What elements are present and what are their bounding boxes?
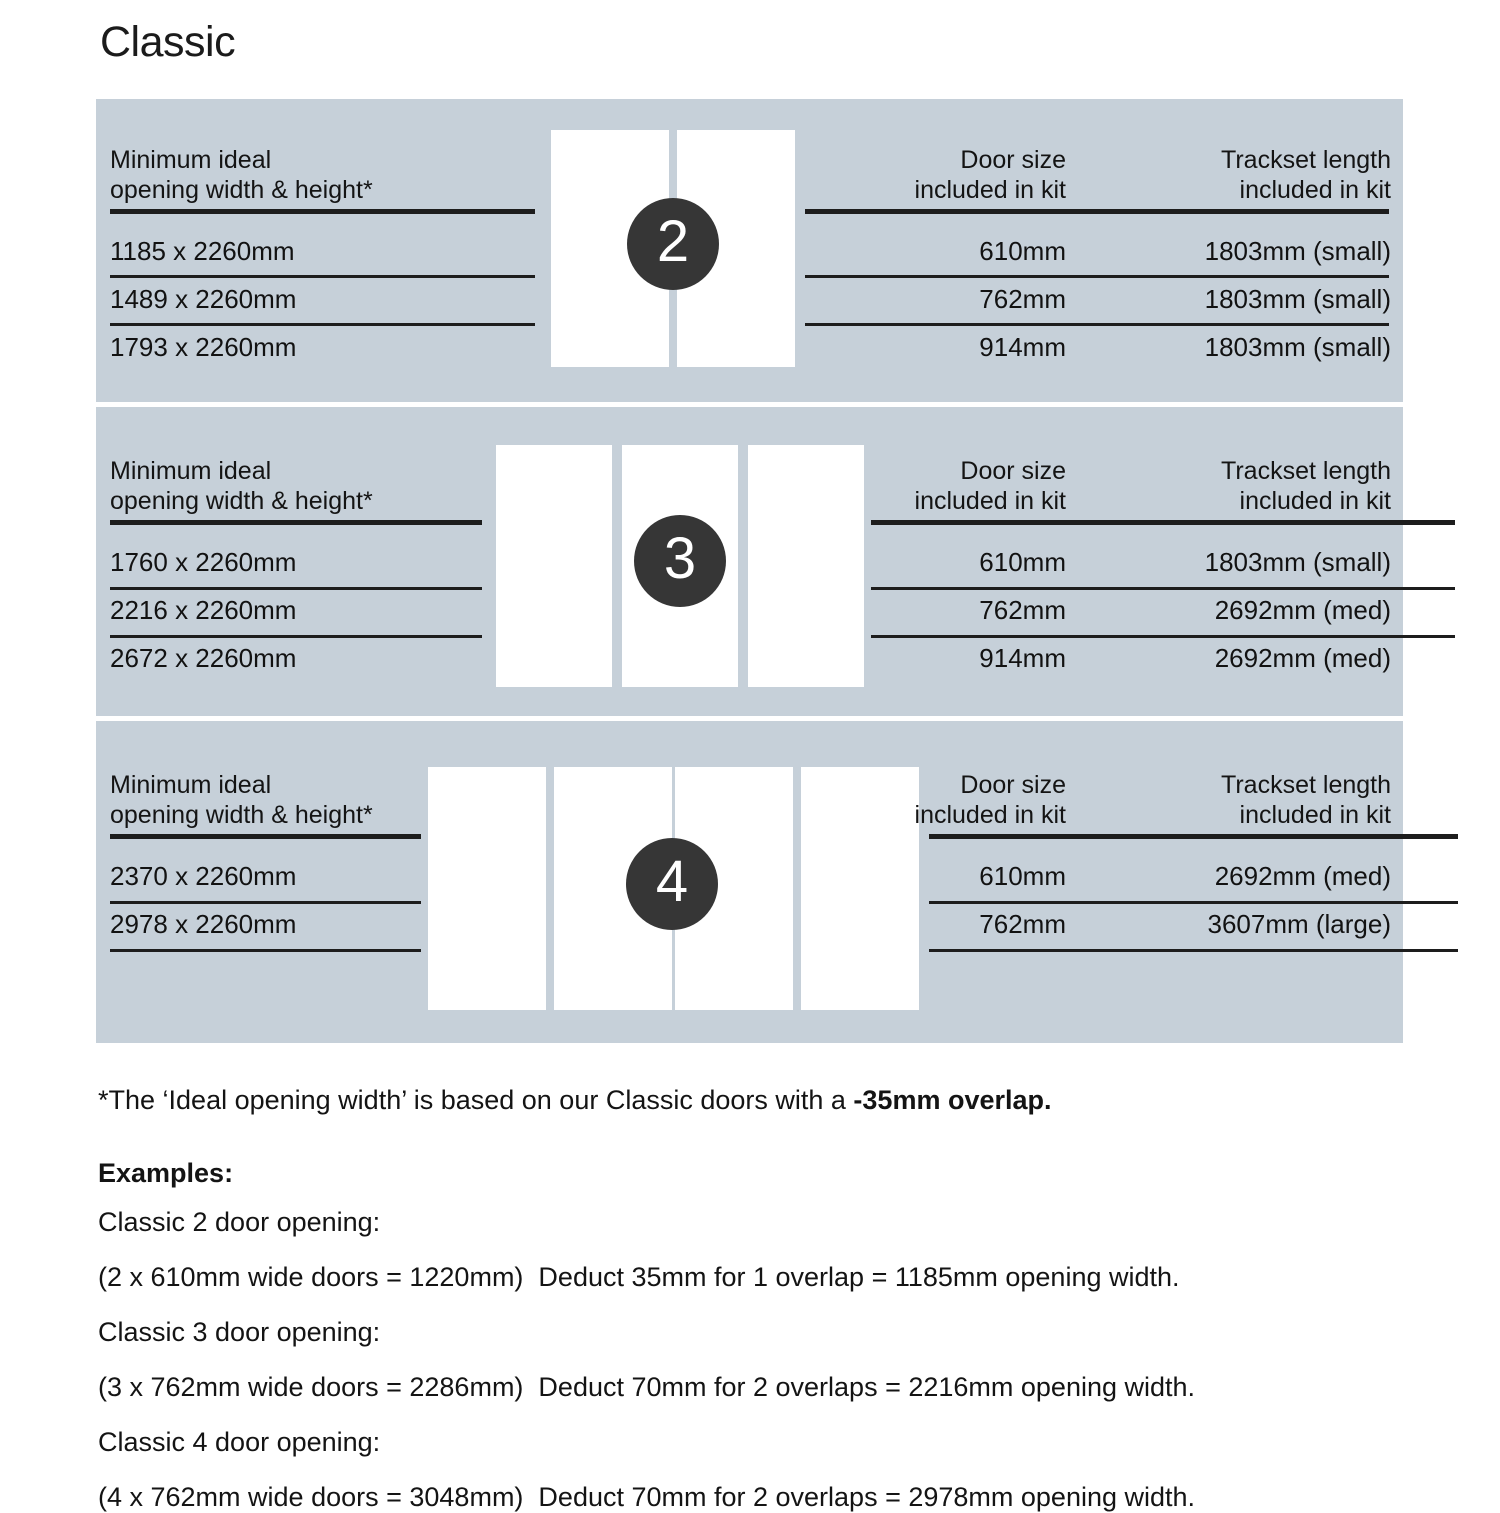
rule [805, 209, 1389, 214]
cell-door-size: 914mm [979, 643, 1066, 673]
column-header-opening: Minimum ideal opening width & height* [110, 146, 373, 204]
rule [110, 834, 421, 839]
column-header-door-size: Door size included in kit [914, 146, 1066, 204]
footnote-text: *The ‘Ideal opening width’ is based on o… [98, 1085, 854, 1115]
rule [110, 209, 535, 214]
example-line: (4 x 762mm wide doors = 3048mm) Deduct 7… [98, 1482, 1196, 1512]
door-count-badge: 2 [627, 198, 719, 290]
door-graphic-4: 4 [428, 767, 919, 1010]
example-line: (2 x 610mm wide doors = 1220mm) Deduct 3… [98, 1262, 1180, 1292]
rule [110, 275, 535, 278]
examples-heading: Examples: [98, 1158, 234, 1188]
door-panel [801, 767, 919, 1010]
example-line: Classic 4 door opening: [98, 1427, 381, 1457]
door-panel [428, 767, 546, 1010]
cell-opening: 2672 x 2260mm [110, 643, 297, 673]
cell-trackset: 1803mm (small) [1204, 332, 1391, 362]
cell-trackset: 2692mm (med) [1214, 595, 1391, 625]
cell-trackset: 3607mm (large) [1207, 909, 1391, 939]
section-3-door: 3 Minimum ideal opening width & height* … [96, 407, 1455, 721]
cell-door-size: 762mm [979, 284, 1066, 314]
section-divider [96, 716, 1403, 721]
section-4-door: 4 Minimum ideal opening width & height* … [96, 721, 1458, 1043]
cell-opening: 1793 x 2260mm [110, 332, 297, 362]
cell-door-size: 610mm [979, 861, 1066, 891]
column-header-door-size: Door size included in kit [914, 771, 1066, 829]
overlap-footnote: *The ‘Ideal opening width’ is based on o… [98, 1085, 1052, 1116]
door-graphic-3: 3 [496, 445, 864, 687]
cell-door-size: 610mm [979, 547, 1066, 577]
section-2-door: 2 Minimum ideal opening width & height* … [96, 99, 1403, 408]
column-header-opening: Minimum ideal opening width & height* [110, 457, 373, 515]
rule [110, 587, 482, 590]
rule [929, 834, 1458, 839]
cell-opening: 2978 x 2260mm [110, 909, 297, 939]
cell-door-size: 610mm [979, 236, 1066, 266]
rule [871, 635, 1455, 638]
spec-panel: 2 Minimum ideal opening width & height* … [96, 99, 1458, 1043]
rule [110, 520, 482, 525]
cell-door-size: 914mm [979, 332, 1066, 362]
door-panel [496, 445, 612, 687]
rule [805, 275, 1389, 278]
page-title: Classic [100, 18, 236, 66]
rule [871, 587, 1455, 590]
rule [805, 323, 1389, 326]
example-line: Classic 2 door opening: [98, 1207, 381, 1237]
example-line: (3 x 762mm wide doors = 2286mm) Deduct 7… [98, 1372, 1196, 1402]
rule [110, 635, 482, 638]
cell-door-size: 762mm [979, 595, 1066, 625]
cell-trackset: 1803mm (small) [1204, 547, 1391, 577]
example-line: Classic 3 door opening: [98, 1317, 381, 1347]
cell-opening: 1185 x 2260mm [110, 236, 295, 266]
door-graphic-2: 2 [551, 130, 795, 367]
column-header-opening: Minimum ideal opening width & height* [110, 771, 373, 829]
rule [929, 901, 1458, 904]
column-header-trackset: Trackset length included in kit [1221, 771, 1391, 829]
cell-trackset: 1803mm (small) [1204, 284, 1391, 314]
column-header-door-size: Door size included in kit [914, 457, 1066, 515]
cell-opening: 1489 x 2260mm [110, 284, 297, 314]
column-header-trackset: Trackset length included in kit [1221, 457, 1391, 515]
cell-opening: 2370 x 2260mm [110, 861, 297, 891]
rule [929, 949, 1458, 952]
cell-trackset: 2692mm (med) [1214, 643, 1391, 673]
rule [110, 901, 421, 904]
cell-opening: 1760 x 2260mm [110, 547, 297, 577]
column-header-trackset: Trackset length included in kit [1221, 146, 1391, 204]
section-divider [96, 402, 1403, 407]
door-count-badge: 3 [634, 515, 726, 607]
cell-door-size: 762mm [979, 909, 1066, 939]
cell-trackset: 2692mm (med) [1214, 861, 1391, 891]
door-count-badge: 4 [626, 838, 718, 930]
rule [110, 949, 421, 952]
door-panel [748, 445, 864, 687]
rule [110, 323, 535, 326]
cell-trackset: 1803mm (small) [1204, 236, 1391, 266]
footnote-emphasis: -35mm overlap. [853, 1085, 1052, 1115]
cell-opening: 2216 x 2260mm [110, 595, 297, 625]
rule [871, 520, 1455, 525]
